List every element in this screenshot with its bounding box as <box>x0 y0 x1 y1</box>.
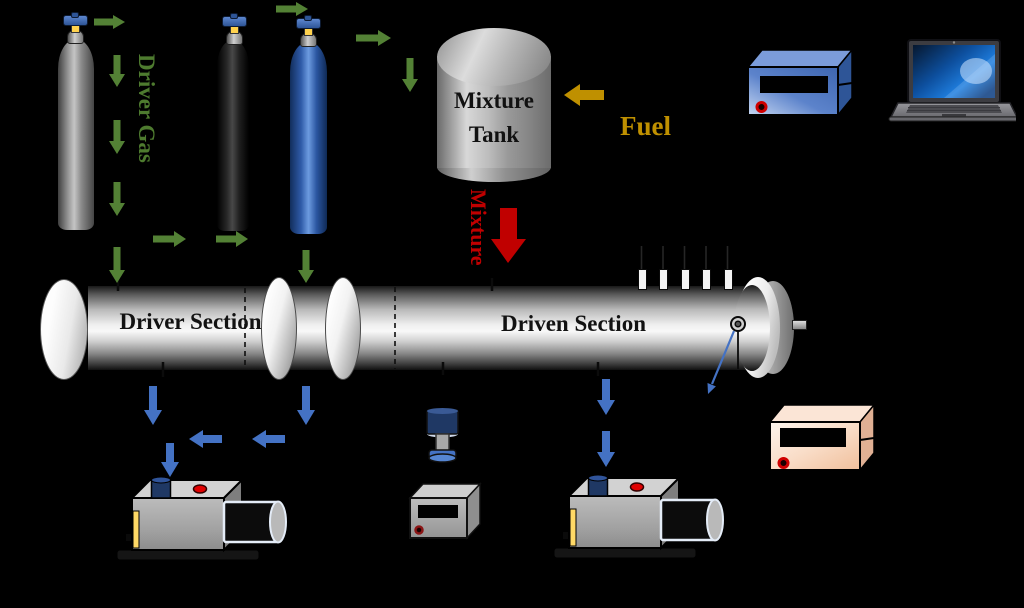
blue-arrow-driven-down-2 <box>597 431 615 467</box>
laptop-computer <box>888 39 1016 122</box>
gas-cylinder-black <box>217 40 249 231</box>
mixture-tank-label-line2: Tank <box>468 122 520 147</box>
gauge-body-top <box>427 408 458 414</box>
green-arrow-down-4 <box>109 247 125 283</box>
gas-cylinder-gray <box>58 39 94 230</box>
diaphragm-flange-right <box>325 277 361 380</box>
pressure-port-5 <box>724 269 733 290</box>
beige-box-knob <box>777 457 790 469</box>
pump-front <box>568 495 662 549</box>
fuel-label: Fuel <box>620 111 671 141</box>
pump-inlet-cap-top <box>588 474 608 482</box>
pressure-port-wires <box>640 246 729 269</box>
windows-logo-glow <box>960 58 992 84</box>
gold-fuel-arrow <box>564 84 604 106</box>
mixture-tank-label: Mixture Tank <box>437 84 551 152</box>
pressure-port-2 <box>659 269 668 290</box>
blue-cylinder-valve-nub <box>304 15 312 21</box>
driver-section-label: Driver Section <box>119 309 262 334</box>
tube-right-face <box>734 285 770 371</box>
tube-end-stub <box>792 320 807 330</box>
gas-cylinder-blue <box>290 42 327 234</box>
pump-indicator <box>192 484 208 494</box>
beige-control-box <box>768 402 876 473</box>
green-arrow-bottom-right-2 <box>216 231 248 247</box>
webcam-dot <box>952 41 956 44</box>
mixture-flow-label: Mixture <box>466 189 491 266</box>
beige-box-connector <box>859 437 875 441</box>
vacuum-pump-left <box>116 476 287 561</box>
readout-knob <box>414 525 424 535</box>
driven-section-label: Driven Section <box>500 311 646 336</box>
pressure-port-4 <box>702 269 711 290</box>
mixture-tank-label-line1: Mixture <box>453 88 535 113</box>
blue-box-top <box>746 49 854 68</box>
green-arrow-down-2 <box>109 120 125 154</box>
red-mixture-arrow <box>491 208 526 263</box>
blue-arrow-diaphragm-down <box>297 386 315 425</box>
pressure-port-1 <box>638 269 647 290</box>
vacuum-pump-right <box>553 474 724 559</box>
laptop-bottom-edge <box>888 116 1016 122</box>
laptop-trackpad <box>942 114 966 117</box>
blue-arrow-left-2 <box>189 430 222 448</box>
gauge-flange-bottom <box>428 453 457 463</box>
green-arrow-top-right-2 <box>356 30 391 46</box>
green-arrow-down-1 <box>109 55 125 87</box>
pump-sight-glass <box>132 510 140 549</box>
diaphragm-flange-left <box>261 277 297 380</box>
blue-box-connector <box>837 82 853 86</box>
driver-gas-label: Driver Gas <box>134 54 159 163</box>
blue-arrow-driven-down-1 <box>597 379 615 415</box>
pump-motor-end <box>269 500 287 544</box>
tube-left-end-cap <box>40 279 88 380</box>
shock-tube-body <box>88 286 750 370</box>
green-arrow-down-3 <box>109 182 125 216</box>
pump-base <box>116 549 260 561</box>
readout-display <box>418 505 458 518</box>
beige-box-top <box>768 404 876 423</box>
blue-arrow-driver-down <box>144 386 162 425</box>
green-arrow-into-tank <box>402 58 418 92</box>
gray-cylinder-valve-nub <box>71 12 79 18</box>
black-cylinder-valve-nub <box>230 13 238 19</box>
pump-fitting <box>563 532 568 539</box>
green-arrow-into-diaphragm <box>298 250 314 283</box>
blue-arrow-left-1 <box>252 430 285 448</box>
pump-indicator <box>629 482 645 492</box>
green-arrow-bottom-right-1 <box>153 231 186 247</box>
gauge-readout-box <box>408 482 482 540</box>
pump-fitting <box>126 534 131 541</box>
blue-box-knob <box>755 101 768 113</box>
pump-front <box>131 497 225 551</box>
blue-box-display <box>760 76 828 93</box>
blue-control-box <box>746 47 854 118</box>
pump-inlet-cap-top <box>151 476 171 484</box>
mixture-tank-dome <box>437 28 551 86</box>
pump-sight-glass <box>569 508 577 547</box>
green-arrow-gray-valve-right <box>94 15 125 29</box>
vacuum-gauge-head <box>426 408 459 463</box>
beige-box-display <box>780 428 846 447</box>
pump-motor-end <box>706 498 724 542</box>
pump-base <box>553 547 697 559</box>
green-arrow-top-right-1 <box>276 2 308 16</box>
laptop-keyboard <box>906 105 1002 113</box>
pressure-port-3 <box>681 269 690 290</box>
